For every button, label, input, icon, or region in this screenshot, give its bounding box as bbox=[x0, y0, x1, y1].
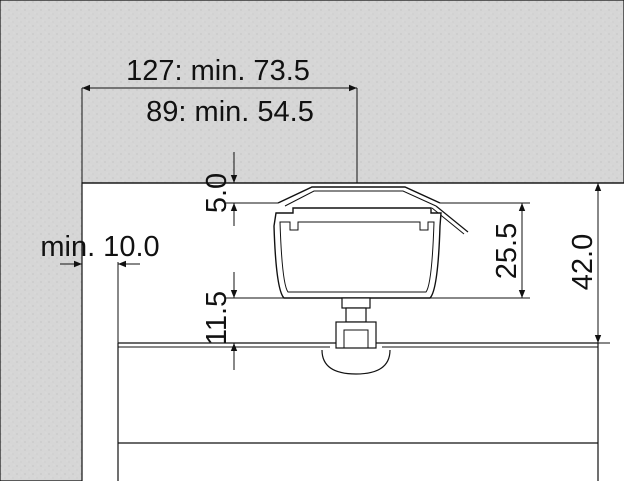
clip-arm bbox=[435, 205, 469, 233]
label-127: 127: min. 73.5 bbox=[126, 55, 310, 87]
profile-inner bbox=[279, 221, 435, 293]
label-top-gap: 5.0 bbox=[201, 173, 233, 213]
label-bottom-gap: 11.5 bbox=[201, 291, 233, 345]
label-side-clearance: min. 10.0 bbox=[40, 231, 159, 263]
profile-body bbox=[273, 207, 442, 299]
curtain-profile bbox=[273, 186, 469, 349]
label-89: 89: min. 54.5 bbox=[146, 96, 314, 128]
hook-bulb bbox=[321, 349, 391, 375]
side-clearance-dimension: min. 10.0 bbox=[40, 231, 160, 343]
runner-stem bbox=[345, 307, 367, 323]
width-dimension: 127: min. 73.5 89: min. 54.5 bbox=[81, 55, 358, 183]
label-profile-height: 25.5 bbox=[491, 223, 523, 279]
runner-top bbox=[341, 297, 371, 309]
height-dimensions: 25.5 42.0 bbox=[430, 183, 610, 344]
gap-dimensions: 5.0 11.5 bbox=[201, 152, 284, 370]
runner-body bbox=[335, 321, 377, 349]
label-total-height: 42.0 bbox=[567, 234, 599, 290]
curtain-bar bbox=[117, 342, 599, 481]
